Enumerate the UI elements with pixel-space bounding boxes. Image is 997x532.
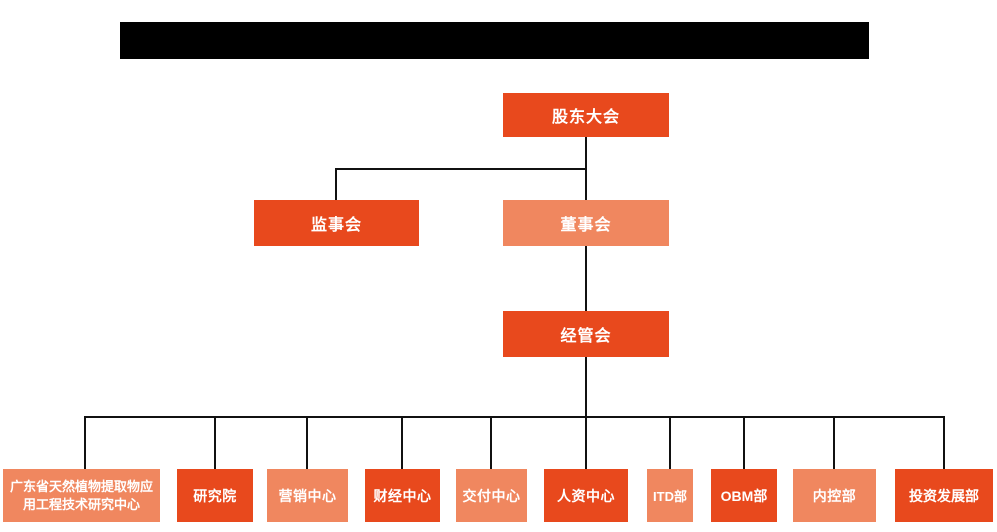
connector-line xyxy=(84,416,86,469)
node-dept-investment-development: 投资发展部 xyxy=(895,469,993,522)
connector-line xyxy=(335,168,587,170)
node-board-of-directors: 董事会 xyxy=(503,200,669,246)
node-shareholders-meeting: 股东大会 xyxy=(503,93,669,137)
connector-line xyxy=(401,416,403,469)
connector-line xyxy=(585,246,587,312)
node-label: 监事会 xyxy=(310,217,362,234)
node-label: 股东大会 xyxy=(551,109,620,126)
node-dept-marketing-center: 营销中心 xyxy=(267,469,348,522)
connector-line xyxy=(214,416,216,469)
node-dept-obm: OBM部 xyxy=(711,469,777,522)
node-supervisory-board: 监事会 xyxy=(254,200,419,246)
connector-line xyxy=(943,416,945,469)
node-label: 营销中心 xyxy=(278,487,337,504)
redacted-title-bar xyxy=(120,22,869,59)
node-label: ITD部 xyxy=(653,489,687,504)
connector-line xyxy=(743,416,745,469)
node-management-committee: 经管会 xyxy=(503,311,669,357)
node-label: OBM部 xyxy=(720,487,768,504)
node-dept-delivery-center: 交付中心 xyxy=(456,469,527,522)
node-label: 董事会 xyxy=(560,217,612,234)
node-dept-research-center: 广东省天然植物提取物应用工程技术研究中心 xyxy=(3,469,160,522)
node-label: 人资中心 xyxy=(557,487,615,504)
node-dept-research-institute: 研究院 xyxy=(177,469,253,522)
node-label: 投资发展部 xyxy=(909,487,979,504)
node-dept-itd: ITD部 xyxy=(647,469,693,522)
node-dept-hr-center: 人资中心 xyxy=(544,469,628,522)
connector-line xyxy=(490,416,492,469)
node-label: 财经中心 xyxy=(373,487,432,504)
connector-line xyxy=(669,416,671,469)
connector-line xyxy=(84,416,945,418)
node-label: 广东省天然植物提取物应用工程技术研究中心 xyxy=(9,478,153,512)
node-label: 交付中心 xyxy=(462,487,521,504)
connector-line xyxy=(306,416,308,469)
connector-line xyxy=(585,357,587,417)
node-label: 研究院 xyxy=(193,487,237,504)
connector-line xyxy=(833,416,835,469)
node-label: 内控部 xyxy=(812,487,857,504)
connector-line xyxy=(585,416,587,469)
node-dept-finance-center: 财经中心 xyxy=(365,469,440,522)
node-dept-internal-control: 内控部 xyxy=(793,469,876,522)
connector-line xyxy=(335,168,337,200)
node-label: 经管会 xyxy=(560,328,612,345)
